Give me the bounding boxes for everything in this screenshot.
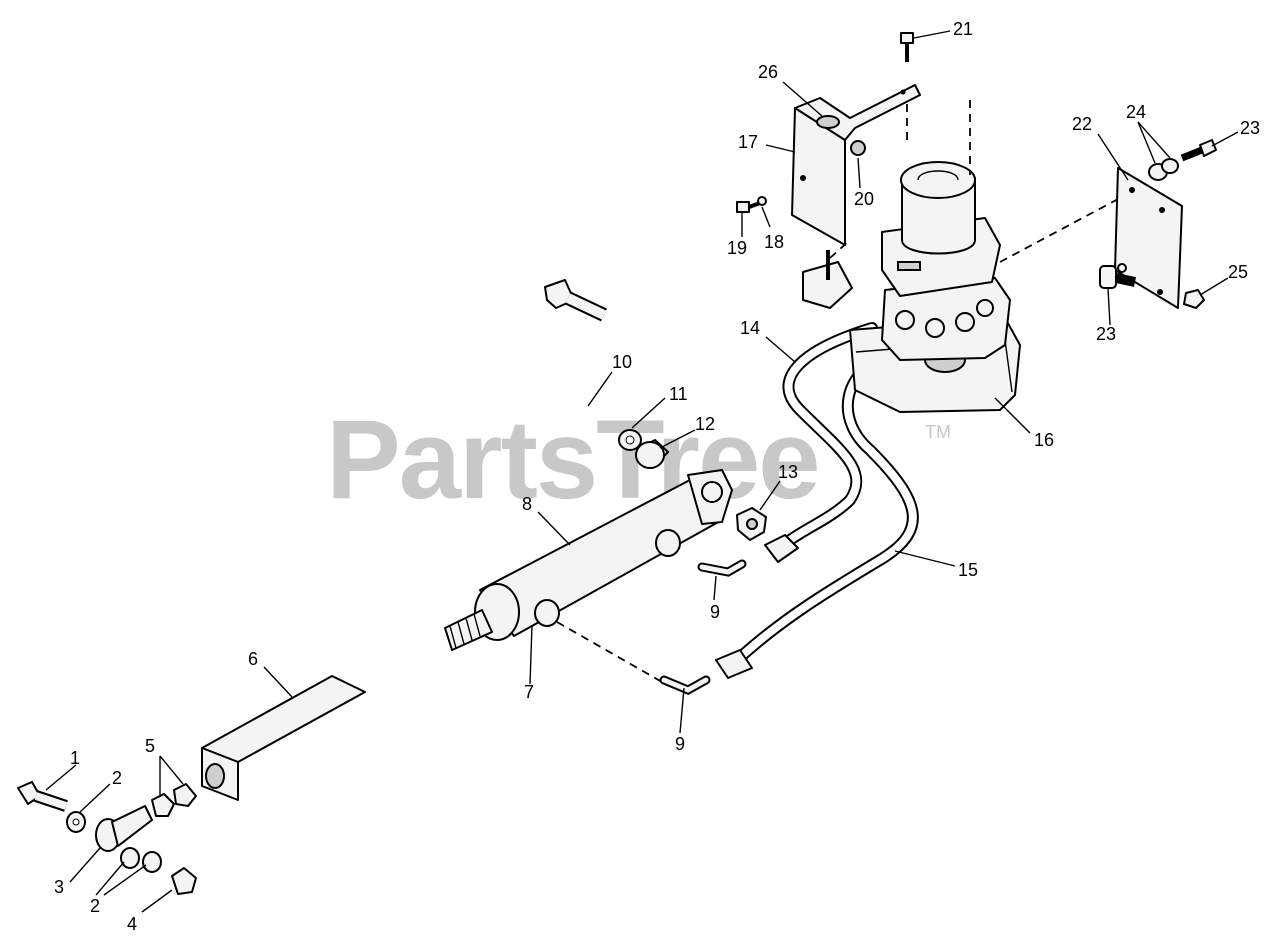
bracket-22[interactable]: [1114, 167, 1183, 309]
bolt-23-upper[interactable]: [1180, 139, 1217, 162]
pump-motor[interactable]: [900, 161, 976, 255]
bolt-10[interactable]: [544, 279, 607, 322]
callout-10: 10: [612, 352, 632, 372]
callout-3: 3: [54, 877, 64, 897]
nut-20[interactable]: [850, 140, 866, 156]
callout-16: 16: [1034, 430, 1054, 450]
callout-18: 18: [764, 232, 784, 252]
callout-numbers: 1 2 2 3 4 5 6 7 8 9 9 10 11 12 13 14 15 …: [54, 19, 1260, 934]
watermark: PartsTree: [326, 397, 821, 522]
arm-6[interactable]: [201, 675, 366, 801]
callout-12: 12: [695, 414, 715, 434]
hose-15[interactable]: [729, 346, 919, 668]
callout-15: 15: [958, 560, 978, 580]
callout-7: 7: [524, 682, 534, 702]
callout-17: 17: [738, 132, 758, 152]
callout-23: 23: [1096, 324, 1116, 344]
leader-lines: [45, 30, 1239, 913]
hose-14[interactable]: [774, 322, 878, 554]
callout-6: 6: [248, 649, 258, 669]
pump-body[interactable]: [881, 277, 1011, 361]
washers-2-lower[interactable]: [120, 847, 162, 873]
washer-24[interactable]: [1148, 158, 1179, 181]
callout-5: 5: [145, 736, 155, 756]
callout-24: 24: [1126, 102, 1146, 122]
washer-2-upper[interactable]: [66, 811, 86, 833]
bolt-1[interactable]: [17, 781, 68, 812]
screw-21[interactable]: [900, 32, 914, 62]
washer-18[interactable]: [757, 196, 767, 206]
nut-4[interactable]: [171, 867, 197, 895]
nuts-5[interactable]: [151, 783, 197, 817]
hose-fitting-15[interactable]: [715, 649, 753, 679]
callout-2: 2: [90, 896, 100, 916]
hose-fitting-14[interactable]: [764, 534, 799, 563]
nut-13[interactable]: [736, 507, 767, 541]
callout-26: 26: [758, 62, 778, 82]
callout-1: 1: [70, 748, 80, 768]
callout-23: 23: [1240, 118, 1260, 138]
spacer-12[interactable]: [635, 439, 669, 469]
cylinder-rod-7[interactable]: [444, 609, 493, 651]
watermark-tm: TM: [925, 422, 951, 442]
callout-22: 22: [1072, 114, 1092, 134]
callout-9: 9: [710, 602, 720, 622]
bracket-17[interactable]: [791, 84, 921, 246]
callout-20: 20: [854, 189, 874, 209]
callout-21: 21: [953, 19, 973, 39]
callout-11: 11: [669, 384, 688, 404]
bolt-23-lower[interactable]: [1099, 265, 1137, 289]
relief-block[interactable]: [802, 250, 853, 309]
callout-14: 14: [740, 318, 760, 338]
cylinder-8[interactable]: [474, 469, 733, 641]
callout-13: 13: [778, 462, 798, 482]
callout-4: 4: [127, 914, 137, 934]
callout-19: 19: [727, 238, 747, 258]
rod-end-3[interactable]: [95, 805, 153, 852]
callout-25: 25: [1228, 262, 1248, 282]
callout-9: 9: [675, 734, 685, 754]
washer-11[interactable]: [618, 429, 642, 451]
elbow-9-upper[interactable]: [697, 559, 747, 577]
callout-2: 2: [112, 768, 122, 788]
nut-25[interactable]: [1183, 289, 1205, 309]
elbow-9-lower[interactable]: [659, 675, 711, 695]
screw-19[interactable]: [736, 201, 761, 213]
callout-8: 8: [522, 494, 532, 514]
